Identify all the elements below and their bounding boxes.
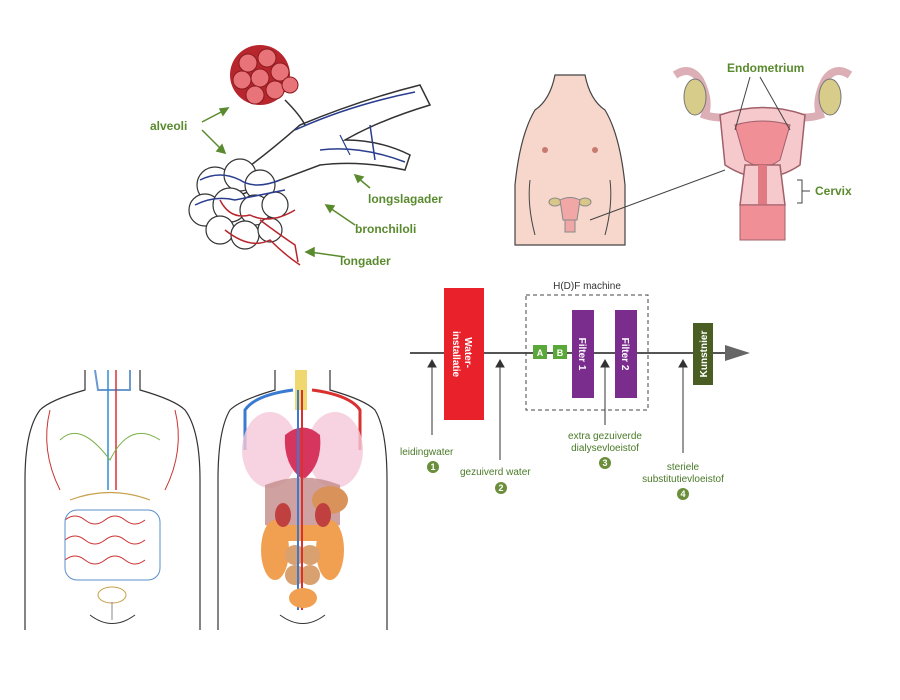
step3-text-line1: extra gezuiverde bbox=[568, 431, 642, 442]
filter1-box bbox=[572, 310, 594, 398]
step1-badge bbox=[427, 461, 439, 473]
lung-alveoli-diagram: alveoli longslagader bronchiloli longade… bbox=[150, 45, 443, 268]
label-alveoli: alveoli bbox=[150, 119, 187, 133]
label-endometrium: Endometrium bbox=[727, 61, 804, 75]
female-torso-uterus-diagram: Endometrium Cervix bbox=[514, 61, 853, 246]
torso-silhouette bbox=[514, 74, 626, 246]
label-bronchiloli: bronchiloli bbox=[355, 222, 416, 236]
filter-b-box bbox=[553, 345, 567, 359]
step4-text-line1: steriele bbox=[667, 462, 700, 473]
outline-torso-organs bbox=[24, 370, 201, 630]
hdf-machine-label: H(D)F machine bbox=[553, 281, 621, 292]
filter-b-label: B bbox=[557, 348, 564, 358]
step3-badge bbox=[599, 457, 611, 469]
step4-number: 4 bbox=[680, 489, 685, 499]
step3-number: 3 bbox=[602, 458, 607, 468]
dialysis-flow-diagram: H(D)F machine Water- installatie A B Fil… bbox=[400, 281, 750, 500]
step2-number: 2 bbox=[498, 483, 503, 493]
water-installation-box bbox=[444, 288, 484, 420]
step1-number: 1 bbox=[430, 462, 435, 472]
colored-torso-organs bbox=[217, 370, 388, 630]
kunstnier-label: Kunstnier bbox=[699, 331, 710, 378]
filter1-label: Filter 1 bbox=[576, 338, 587, 371]
large-uterus-diagram bbox=[672, 67, 853, 241]
filter-a-label: A bbox=[537, 348, 544, 358]
label-longslagader: longslagader bbox=[368, 192, 443, 206]
water-label-line1: Water- bbox=[462, 337, 473, 368]
small-uterus-icon bbox=[548, 197, 592, 233]
hdf-machine-box bbox=[525, 294, 649, 411]
step1-text: leidingwater bbox=[400, 447, 454, 458]
step2-badge bbox=[495, 482, 507, 494]
filter2-label: Filter 2 bbox=[619, 338, 630, 371]
label-longader: longader bbox=[340, 254, 391, 268]
kunstnier-box bbox=[693, 323, 713, 385]
filter2-box bbox=[615, 310, 637, 398]
water-label-line2: installatie bbox=[450, 331, 461, 378]
filter-a-box bbox=[533, 345, 547, 359]
step3-text-line2: dialysevloeistof bbox=[571, 443, 639, 454]
step4-badge bbox=[677, 488, 689, 500]
label-cervix: Cervix bbox=[815, 184, 852, 198]
alveoli-cluster-red bbox=[230, 45, 299, 105]
flow-arrowhead bbox=[725, 345, 750, 361]
step2-text: gezuiverd water bbox=[460, 467, 531, 478]
step4-text-line2: substitutievloeistof bbox=[642, 474, 724, 485]
svg-text:Water- installatie: Water- installatie bbox=[450, 331, 473, 378]
